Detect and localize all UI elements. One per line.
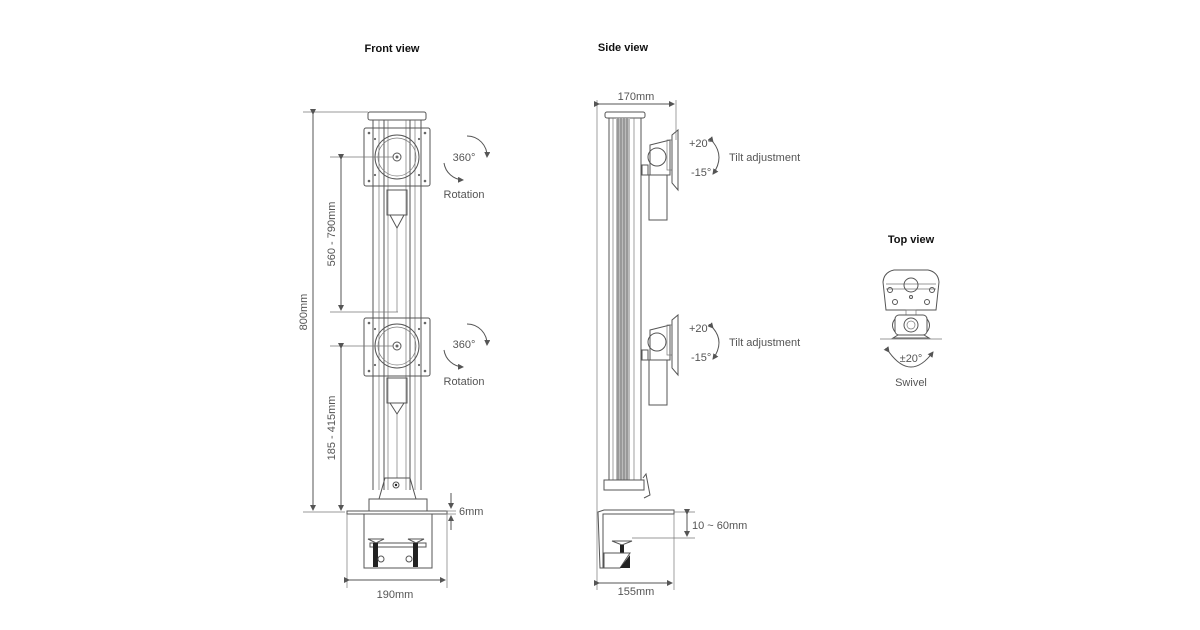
front-column xyxy=(367,111,427,490)
top-view: Top view ±20° Swivel xyxy=(880,234,942,389)
swivel-arrow-icon xyxy=(883,346,934,368)
front-dimensions xyxy=(303,109,456,588)
front-base-width-label: 190mm xyxy=(377,589,414,601)
side-lower-tilt-bracket xyxy=(641,313,679,406)
front-clamp-plate-label: 6mm xyxy=(459,506,483,518)
side-upper-tilt-down: -15° xyxy=(691,167,711,179)
side-clamp-range-label: 10 ~ 60mm xyxy=(692,520,747,532)
side-column xyxy=(603,111,651,499)
side-dimensions xyxy=(594,100,695,590)
side-view-title: Side view xyxy=(598,42,649,54)
tilt-arrow-icon xyxy=(707,136,720,175)
top-view-title: Top view xyxy=(888,234,935,246)
rotation-arrow-icon xyxy=(443,135,491,183)
side-upper-tilt-label: Tilt adjustment xyxy=(729,152,800,164)
front-total-height-label: 800mm xyxy=(298,294,310,331)
side-lower-tilt-label: Tilt adjustment xyxy=(729,337,800,349)
side-upper-tilt-up: +20° xyxy=(689,138,712,150)
side-upper-tilt-bracket xyxy=(641,128,679,221)
side-depth-top-label: 170mm xyxy=(618,91,655,103)
side-lower-tilt-down: -15° xyxy=(691,352,711,364)
side-depth-base-label: 155mm xyxy=(618,586,655,598)
side-lower-tilt-up: +20° xyxy=(689,323,712,335)
front-lower-rotation-label: Rotation xyxy=(444,376,485,388)
side-clamp xyxy=(597,509,675,569)
side-view: Side view xyxy=(594,42,800,598)
front-upper-rotation-angle: 360° xyxy=(453,152,476,164)
top-swivel-angle: ±20° xyxy=(900,353,923,365)
front-base-clamp xyxy=(346,477,448,569)
rotation-arrow-icon xyxy=(443,323,491,370)
front-lower-rotation-angle: 360° xyxy=(453,339,476,351)
front-upper-rotation-label: Rotation xyxy=(444,189,485,201)
top-swivel-label: Swivel xyxy=(895,377,927,389)
top-view-mount xyxy=(880,269,942,340)
front-upper-range-label: 560 - 790mm xyxy=(326,202,338,267)
front-lower-vesa-plate xyxy=(363,317,431,377)
tilt-arrow-icon xyxy=(707,322,720,360)
front-view-title: Front view xyxy=(364,43,419,55)
front-view: Front view xyxy=(298,43,491,601)
front-lower-range-label: 185 - 415mm xyxy=(326,396,338,461)
